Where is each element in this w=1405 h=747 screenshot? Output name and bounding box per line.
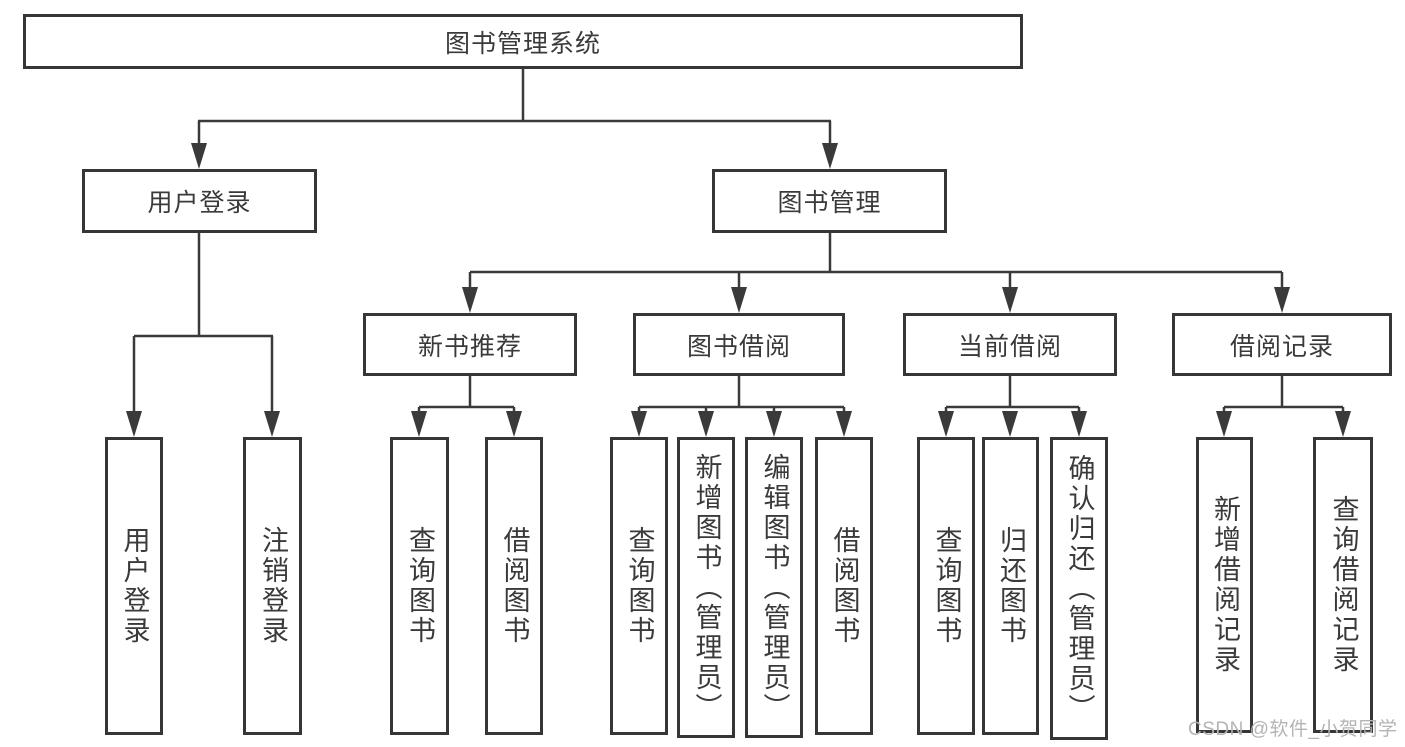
leaf-br-query-record-label: 查询借阅记录: [1328, 495, 1359, 675]
leaf-bb-borrow-books: 借阅图书: [815, 437, 873, 735]
node-user-login-label: 用户登录: [147, 189, 252, 217]
leaf-logout-label: 注销登录: [258, 526, 288, 646]
arrowheads-root-children: [191, 143, 838, 169]
leaf-nb-borrow-books-label: 借阅图书: [499, 526, 530, 646]
leaf-bb-edit-books-label: 编辑图书（管理员）: [759, 452, 790, 723]
arrowheads-user-login-children: [126, 411, 280, 437]
leaf-bb-add-books: 新增图书（管理员）: [677, 437, 735, 738]
leaf-user-login-label: 用户登录: [119, 526, 150, 646]
node-new-book-recommendation: 新书推荐: [363, 313, 577, 376]
leaf-cb-return-books-label: 归还图书: [996, 526, 1026, 646]
leaf-br-add-record-label: 新增借阅记录: [1210, 495, 1240, 675]
arrowheads-book-management-children: [462, 287, 1290, 313]
connector-book-management-children: [468, 233, 1284, 291]
node-borrowing-records-label: 借阅记录: [1229, 332, 1334, 361]
node-new-book-recommendation-label: 新书推荐: [417, 332, 522, 361]
leaf-user-login: 用户登录: [105, 437, 163, 735]
leaf-bb-query-books-label: 查询图书: [624, 526, 655, 646]
connector-new-book-children: [417, 376, 516, 414]
connector-root-children: [197, 69, 832, 148]
leaf-cb-confirm-return-label: 确认归还（管理员）: [1064, 453, 1095, 724]
node-book-borrowing: 图书借阅: [633, 313, 845, 376]
arrowheads-borrowing-records-children: [1216, 411, 1351, 437]
leaf-cb-query-books-label: 查询图书: [931, 526, 962, 646]
node-book-management-label: 图书管理: [777, 189, 882, 217]
leaf-bb-edit-books: 编辑图书（管理员）: [745, 437, 803, 738]
connector-user-login-children: [132, 232, 274, 415]
leaf-br-query-record: 查询借阅记录: [1313, 437, 1373, 733]
connector-current-borrowing-children: [944, 376, 1081, 414]
leaf-bb-query-books: 查询图书: [610, 437, 668, 735]
arrowheads-new-book-children: [411, 411, 522, 437]
arrowheads-book-borrowing-children: [631, 411, 852, 437]
leaf-nb-borrow-books: 借阅图书: [485, 437, 543, 735]
arrowheads-current-borrowing-children: [938, 411, 1087, 437]
node-user-login: 用户登录: [82, 169, 317, 233]
node-current-borrowing-label: 当前借阅: [957, 332, 1062, 361]
leaf-nb-query-books: 查询图书: [390, 437, 449, 735]
node-borrowing-records: 借阅记录: [1172, 313, 1392, 376]
node-book-borrowing-label: 图书借阅: [686, 332, 791, 361]
node-book-management: 图书管理: [712, 169, 947, 233]
leaf-logout: 注销登录: [243, 437, 302, 735]
csdn-watermark: CSDN @软件_小贺同学: [1188, 719, 1398, 740]
connector-borrowing-records-children: [1222, 376, 1345, 414]
connector-book-borrowing-children: [637, 376, 846, 414]
leaf-bb-borrow-books-label: 借阅图书: [829, 526, 860, 646]
node-root: 图书管理系统: [23, 14, 1023, 69]
leaf-nb-query-books-label: 查询图书: [405, 526, 435, 646]
leaf-cb-query-books: 查询图书: [917, 437, 975, 735]
leaf-bb-add-books-label: 新增图书（管理员）: [691, 452, 722, 723]
node-current-borrowing: 当前借阅: [903, 313, 1117, 376]
node-root-label: 图书管理系统: [444, 29, 601, 58]
leaf-cb-confirm-return: 确认归还（管理员）: [1050, 437, 1108, 740]
leaf-cb-return-books: 归还图书: [982, 437, 1039, 735]
leaf-br-add-record: 新增借阅记录: [1196, 437, 1253, 733]
